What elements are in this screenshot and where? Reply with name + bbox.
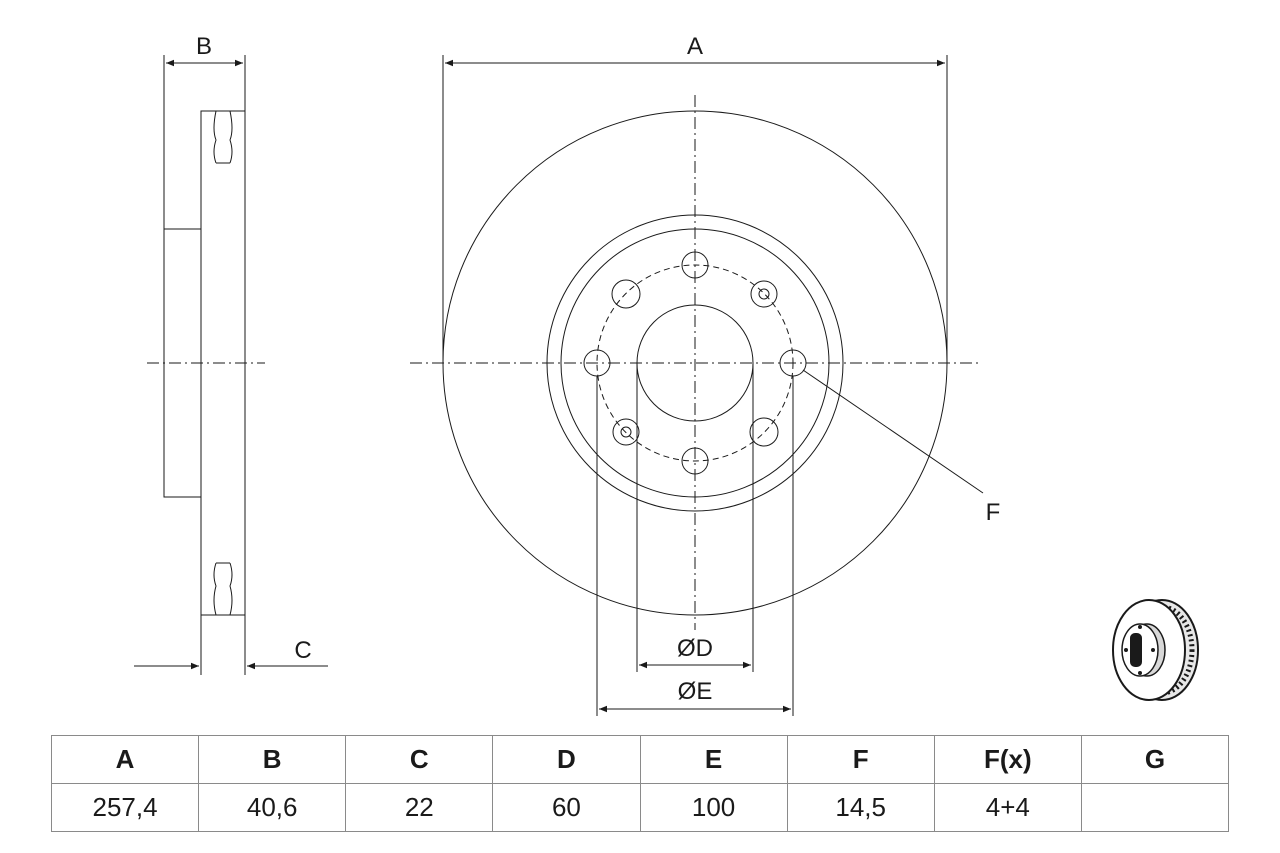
table-header-cell: A [50, 735, 200, 784]
locating-hole [750, 280, 778, 308]
bolt-hole [749, 417, 779, 447]
locating-hole-inner [758, 288, 770, 300]
table-header-row: A B C D E F F(x) G [50, 735, 1230, 784]
dim-a-label: A [687, 33, 703, 60]
dim-c-label: C [294, 637, 311, 664]
locating-hole [612, 418, 640, 446]
table-header-cell: F(x) [933, 735, 1082, 784]
front-view: A ØD ØE F [410, 33, 1000, 716]
table-header-cell: D [492, 735, 641, 784]
table-cell: 257,4 [50, 783, 200, 832]
table-cell: 14,5 [786, 783, 935, 832]
table-header-cell: B [198, 735, 347, 784]
brake-disc-technical-drawing: B C A ØD [134, 33, 1199, 716]
dim-b-label: B [196, 33, 212, 60]
dim-d-label: ØD [677, 635, 713, 662]
dim-f-leader [802, 369, 984, 494]
cooling-vane-top [213, 110, 233, 164]
table-cell [1080, 783, 1230, 832]
table-cell: 4+4 [933, 783, 1082, 832]
bolt-hole [681, 251, 709, 279]
table-cell: 60 [492, 783, 641, 832]
bolt-hole [611, 279, 641, 309]
bolt-hole [681, 447, 709, 475]
disc-perspective-thumbnail [1112, 599, 1199, 701]
cooling-vane-bottom [213, 562, 233, 616]
side-view: B C [134, 33, 328, 675]
table-cell: 100 [639, 783, 788, 832]
dimensions-table: A B C D E F F(x) G 257,4 40,6 22 60 100 … [50, 735, 1230, 832]
table-header-cell: E [639, 735, 788, 784]
dim-f-label: F [986, 499, 1001, 526]
table-header-cell: F [786, 735, 935, 784]
table-cell: 22 [345, 783, 494, 832]
table-cell: 40,6 [198, 783, 347, 832]
table-header-cell: C [345, 735, 494, 784]
locating-hole-inner [620, 426, 632, 438]
dim-e-label: ØE [678, 678, 713, 705]
table-header-cell: G [1080, 735, 1230, 784]
table-row: 257,4 40,6 22 60 100 14,5 4+4 [50, 783, 1230, 832]
